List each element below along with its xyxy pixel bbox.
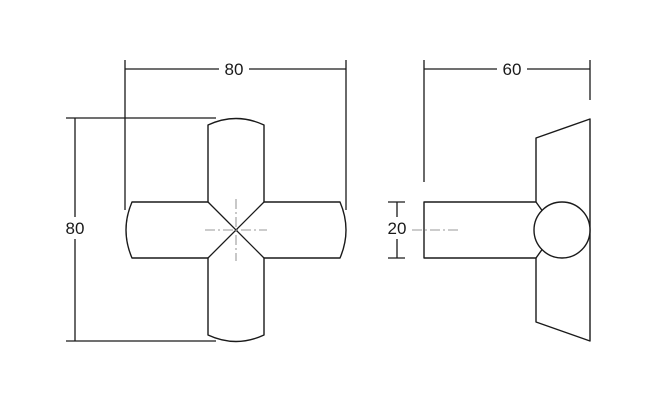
side-view: 60 20: [383, 58, 591, 342]
arm-height-dimension-label: 20: [388, 219, 407, 238]
side-arm: [423, 201, 547, 259]
width-dimension-label: 80: [225, 60, 244, 79]
height-dimension-label: 80: [66, 219, 85, 238]
width-label-bg: [219, 58, 249, 80]
depth-label-bg: [497, 58, 527, 80]
side-hub-circle: [533, 201, 591, 259]
height-label-bg: [60, 217, 90, 239]
front-view: 80 80: [60, 58, 347, 343]
arm-height-label-bg: [383, 217, 411, 239]
depth-dimension-label: 60: [503, 60, 522, 79]
